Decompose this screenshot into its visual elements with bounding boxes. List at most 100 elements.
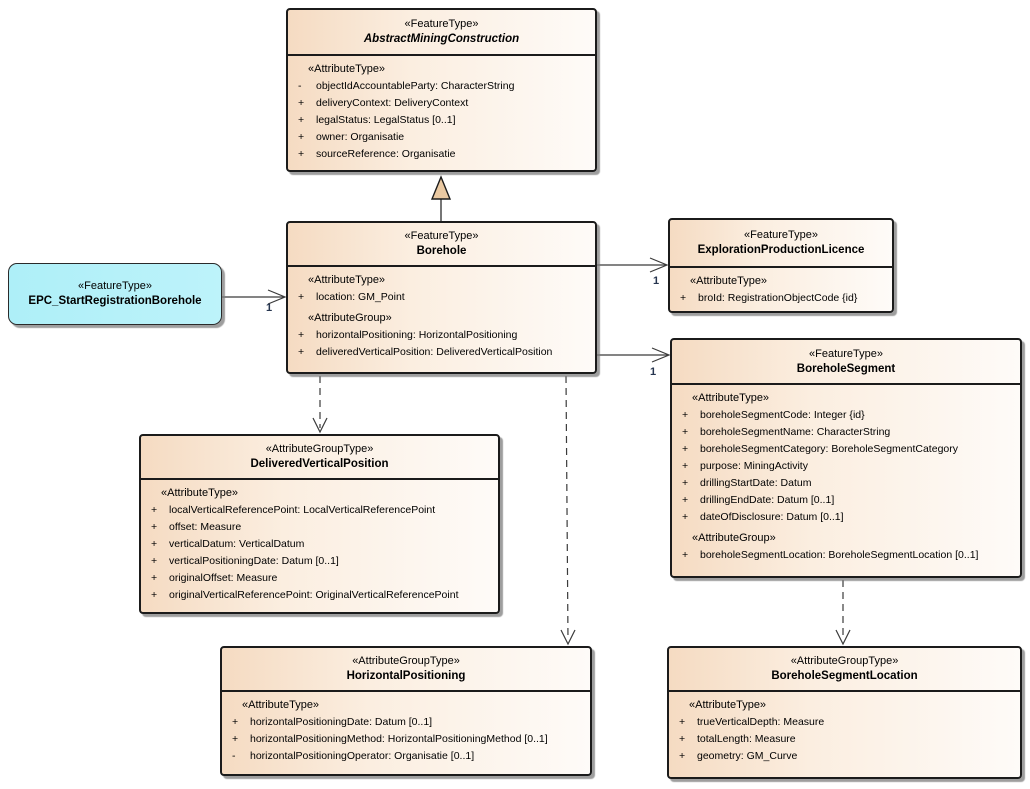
attribute-text: boreholeSegmentLocation: BoreholeSegment… bbox=[700, 549, 979, 561]
visibility-symbol: + bbox=[682, 494, 689, 506]
visibility-symbol: + bbox=[682, 477, 689, 489]
class-stereotype: «AttributeGroupType» bbox=[265, 443, 374, 455]
class-box-horizontal-positioning: «AttributeGroupType» HorizontalPositioni… bbox=[220, 646, 592, 776]
generalization-arrow bbox=[430, 175, 452, 221]
visibility-symbol: + bbox=[151, 504, 158, 516]
attribute-text: totalLength: Measure bbox=[697, 733, 796, 745]
class-name: EPC_StartRegistrationBorehole bbox=[28, 295, 202, 307]
dependency-segment-bsl-arrow bbox=[835, 580, 851, 646]
attribute-text: boreholeSegmentCode: Integer {id} bbox=[700, 409, 865, 421]
attribute-row: +trueVerticalDepth: Measure bbox=[677, 714, 1016, 731]
attribute-row: + drillingEndDate: Datum [0..1] bbox=[680, 492, 1016, 509]
visibility-symbol: + bbox=[679, 716, 686, 728]
class-name: AbstractMiningConstruction bbox=[363, 33, 520, 45]
attribute-text: deliveryContext: DeliveryContext bbox=[316, 97, 469, 109]
class-name: HorizontalPositioning bbox=[346, 670, 466, 682]
class-header: «FeatureType» AbstractMiningConstruction bbox=[288, 10, 595, 56]
visibility-symbol: + bbox=[151, 538, 158, 550]
visibility-symbol: + bbox=[232, 733, 239, 745]
class-box-borehole-segment: «FeatureType» BoreholeSegment «Attribute… bbox=[670, 338, 1022, 578]
class-header: «AttributeGroupType» DeliveredVerticalPo… bbox=[141, 436, 498, 480]
attribute-row: + sourceReference: Organisatie bbox=[296, 146, 591, 163]
attribute-text: horizontalPositioningOperator: Organisat… bbox=[250, 750, 475, 762]
attribute-row: +deliveryContext: DeliveryContext bbox=[296, 95, 591, 112]
class-stereotype: «FeatureType» bbox=[744, 229, 818, 241]
attribute-text: purpose: MiningActivity bbox=[700, 460, 808, 472]
visibility-symbol: + bbox=[298, 148, 305, 160]
attribute-text: drillingStartDate: Datum bbox=[700, 477, 812, 489]
visibility-symbol: + bbox=[151, 555, 158, 567]
class-attribute-compartment: «AttributeType»+localVerticalReferencePo… bbox=[141, 480, 498, 606]
visibility-symbol: + bbox=[151, 572, 158, 584]
class-box-exploration-production-licence: «FeatureType» ExplorationProductionLicen… bbox=[668, 218, 894, 313]
visibility-symbol: + bbox=[682, 460, 689, 472]
visibility-symbol: + bbox=[680, 292, 687, 304]
attribute-row: +offset: Measure bbox=[149, 519, 494, 536]
class-stereotype: «AttributeGroupType» bbox=[790, 655, 899, 667]
attribute-text: broId: RegistrationObjectCode {id} bbox=[698, 292, 858, 304]
attribute-text: sourceReference: Organisatie bbox=[316, 148, 456, 160]
visibility-symbol: - bbox=[298, 80, 302, 92]
class-box-borehole-segment-location: «AttributeGroupType» BoreholeSegmentLoca… bbox=[667, 646, 1022, 779]
attribute-row: +deliveredVerticalPosition: DeliveredVer… bbox=[296, 344, 591, 361]
attribute-text: offset: Measure bbox=[169, 521, 242, 533]
attribute-row: + boreholeSegmentName: CharacterString bbox=[680, 424, 1016, 441]
class-header: «FeatureType» BoreholeSegment bbox=[672, 340, 1020, 385]
class-attribute-compartment: «AttributeType»+broId: RegistrationObjec… bbox=[670, 268, 892, 309]
attribute-text: originalOffset: Measure bbox=[169, 572, 278, 584]
class-name: BoreholeSegmentLocation bbox=[771, 670, 918, 682]
class-stereotype: «FeatureType» bbox=[404, 230, 479, 242]
section-stereotype: «AttributeGroup» bbox=[692, 532, 776, 544]
attribute-text: boreholeSegmentName: CharacterString bbox=[700, 426, 891, 438]
visibility-symbol: + bbox=[679, 750, 686, 762]
association-borehole-segment-arrow bbox=[597, 347, 671, 363]
attribute-text: boreholeSegmentCategory: BoreholeSegment… bbox=[700, 443, 958, 455]
attribute-text: dateOfDisclosure: Datum [0..1] bbox=[700, 511, 844, 523]
class-header: «FeatureType» ExplorationProductionLicen… bbox=[670, 220, 892, 268]
attribute-text: originalVerticalReferencePoint: Original… bbox=[169, 589, 459, 601]
attribute-row: + drillingStartDate: Datum bbox=[680, 475, 1016, 492]
section-stereotype: «AttributeType» bbox=[692, 392, 770, 404]
multiplicity-label: 1 bbox=[650, 366, 657, 378]
attribute-row: +geometry: GM_Curve bbox=[677, 748, 1016, 765]
attribute-row: + owner: Organisatie bbox=[296, 129, 591, 146]
class-box-delivered-vertical-position: «AttributeGroupType» DeliveredVerticalPo… bbox=[139, 434, 500, 614]
attribute-text: drillingEndDate: Datum [0..1] bbox=[700, 494, 835, 506]
section-stereotype: «AttributeGroup» bbox=[308, 312, 392, 324]
attribute-row: +horizontalPositioningMethod: Horizontal… bbox=[230, 731, 586, 748]
attribute-row: + boreholeSegmentLocation: BoreholeSegmen… bbox=[680, 547, 1016, 564]
attribute-text: horizontalPositioningDate: Datum [0..1] bbox=[250, 716, 433, 728]
class-attribute-compartment: «AttributeType»-objectIdAccountableParty… bbox=[288, 56, 595, 165]
attribute-row: +legalStatus: LegalStatus [0..1] bbox=[296, 112, 591, 129]
visibility-symbol: + bbox=[151, 589, 158, 601]
visibility-symbol: + bbox=[682, 549, 689, 561]
attribute-row: + purpose: MiningActivity bbox=[680, 458, 1016, 475]
attribute-row: +location: GM_Point bbox=[296, 289, 591, 306]
section-stereotype: «AttributeType» bbox=[308, 274, 386, 286]
association-borehole-licence-arrow bbox=[597, 257, 669, 273]
class-name: Borehole bbox=[416, 245, 467, 257]
attribute-text: owner: Organisatie bbox=[316, 131, 405, 143]
visibility-symbol: + bbox=[298, 346, 305, 358]
attribute-row: +totalLength: Measure bbox=[677, 731, 1016, 748]
class-box-borehole: «FeatureType» Borehole «AttributeType»+l… bbox=[286, 221, 597, 374]
attribute-text: location: GM_Point bbox=[316, 291, 405, 303]
visibility-symbol: + bbox=[682, 426, 689, 438]
visibility-symbol: - bbox=[232, 750, 236, 762]
visibility-symbol: + bbox=[298, 114, 305, 126]
attribute-row: +dateOfDisclosure: Datum [0..1] bbox=[680, 509, 1016, 526]
attribute-text: horizontalPositioning: HorizontalPositio… bbox=[316, 329, 518, 341]
attribute-row: + boreholeSegmentCode: Integer {id} bbox=[680, 407, 1016, 424]
section-stereotype: «AttributeType» bbox=[689, 699, 767, 711]
visibility-symbol: + bbox=[682, 409, 689, 421]
visibility-symbol: + bbox=[298, 131, 305, 143]
class-attribute-compartment: «AttributeType» +trueVerticalDepth: Measu… bbox=[669, 692, 1020, 767]
attribute-row: +verticalPositioningDate: Datum [0..1] bbox=[149, 553, 494, 570]
attribute-row: + originalOffset: Measure bbox=[149, 570, 494, 587]
attribute-row: + verticalDatum: VerticalDatum bbox=[149, 536, 494, 553]
dependency-borehole-hp-arrow bbox=[560, 375, 576, 646]
attribute-text: verticalDatum: VerticalDatum bbox=[169, 538, 305, 550]
class-header: «AttributeGroupType» BoreholeSegmentLoca… bbox=[669, 648, 1020, 692]
class-header: «FeatureType» Borehole bbox=[288, 223, 595, 267]
